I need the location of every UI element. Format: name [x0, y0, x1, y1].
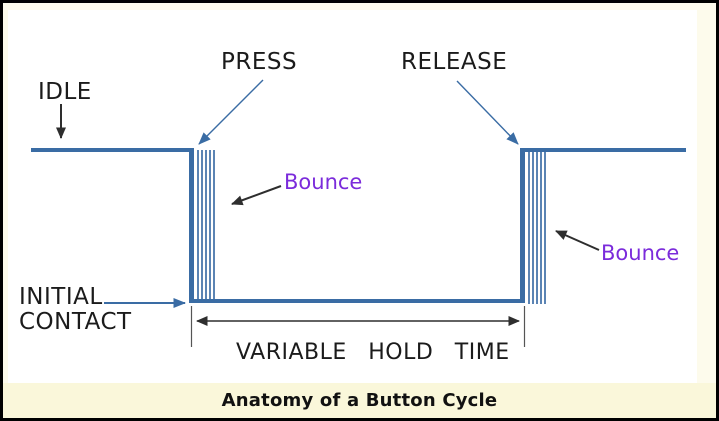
signal-rising-edge: [520, 148, 525, 303]
press-bounce-line: [197, 150, 199, 299]
signal-falling-edge: [189, 148, 194, 303]
bounce-left-label: Bounce: [284, 170, 363, 194]
release-label: RELEASE: [401, 49, 508, 75]
idle-label: IDLE: [38, 79, 92, 105]
title-bar: Anatomy of a Button Cycle: [3, 383, 716, 418]
press-bounce-line: [213, 150, 215, 299]
hold-time-label: VARIABLE HOLD TIME: [236, 340, 510, 365]
signal-high-right: [520, 148, 686, 152]
release-bounce-line: [544, 152, 546, 304]
release-bounce-line: [528, 152, 530, 304]
press-bounce-line: [201, 150, 203, 299]
diagram-title: Anatomy of a Button Cycle: [221, 390, 498, 411]
release-bounce-line: [540, 152, 542, 304]
release-bounce-line: [532, 152, 534, 304]
press-bounce-line: [205, 150, 207, 299]
signal-high-left: [31, 148, 194, 152]
bounce-right-label: Bounce: [601, 241, 680, 265]
press-bounce-line: [209, 150, 211, 299]
release-bounce-line: [536, 152, 538, 304]
press-label: PRESS: [221, 49, 298, 75]
initial-contact-label: INITIAL CONTACT: [19, 284, 132, 335]
signal-low-level: [189, 299, 525, 303]
